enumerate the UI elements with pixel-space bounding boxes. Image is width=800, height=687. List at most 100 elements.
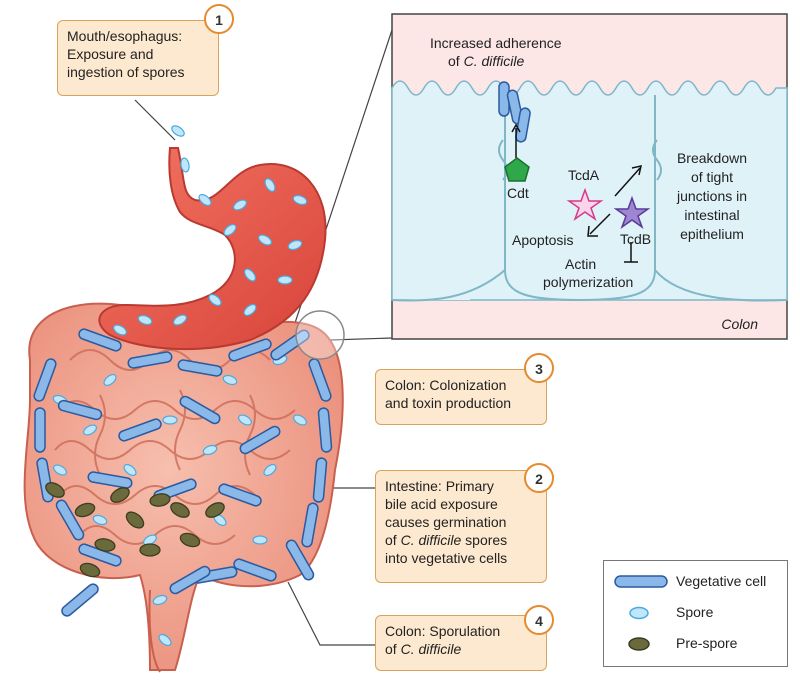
spore [113,324,127,336]
callout-intestine-germination: Intestine: Primary bile acid exposure ca… [375,470,547,583]
apoptosis-label: Apoptosis [512,232,573,248]
spore [223,223,237,237]
callout-3-line-2: and toxin production [385,395,512,411]
svg-text:Breakdown: Breakdown [677,150,747,166]
vegetative-cell [87,471,133,489]
prespore-swatch [628,637,650,651]
vegetative-cell [78,328,122,352]
vegetative-cell [317,407,333,453]
spore [171,125,185,137]
spore [233,199,247,211]
vegetative-cell [177,359,223,377]
vegetative-cell [55,499,85,541]
callout-sporulation: Colon: Sporulation of C. difficile [375,615,547,671]
inset-title-2: of C. difficile [448,53,524,69]
legend: Vegetative cell Spore Pre-spore [603,560,788,667]
callout-2-line-4: of C. difficile spores [385,532,508,548]
vegetative-cell [127,351,173,369]
vegetative-cell [285,539,315,581]
vegetative-cell [301,502,319,548]
vegetative-cell [179,395,221,425]
legend-prespore-label: Pre-spore [676,635,738,651]
pre-spore [94,538,116,552]
tcda-star [566,187,604,221]
vegetative-cell [33,358,57,402]
step-badge-1: 1 [204,4,234,34]
connector-4 [287,581,378,646]
spore [208,293,222,307]
spore [222,374,238,386]
spore [83,424,97,436]
polymerization-label: polymerization [543,274,633,290]
vegetative-cell-swatch [614,575,668,588]
spore [202,444,218,456]
pre-spore [74,502,96,518]
svg-text:intestinal: intestinal [684,207,739,223]
connector-1 [134,99,176,141]
svg-text:of tight: of tight [691,169,733,185]
breakdown-label: Breakdown of tight junctions in intestin… [676,150,747,242]
magnifier-circle [295,310,345,360]
spore [103,373,117,387]
vegetative-cell [239,425,281,455]
zoom-line-bottom [329,337,393,341]
vegetative-cell [34,407,46,453]
pre-spore [149,493,171,507]
pre-spore [205,502,225,518]
pre-spore [139,543,161,557]
spore [173,314,187,326]
spore [162,415,178,425]
spore [264,178,276,192]
step-badge-4: 4 [524,605,554,635]
spore [180,157,190,173]
spore-swatch [629,606,649,620]
inset-panel: Increased adherence of C. difficile Cdt … [391,13,788,340]
spore [243,303,257,317]
spore [258,234,272,246]
spore [292,194,308,206]
central-cell [504,95,656,302]
pre-spore [45,482,65,498]
callout-1-line-2: Exposure and [67,46,154,62]
vegetative-cell [57,399,103,421]
spore [243,268,257,282]
spore [252,535,268,545]
spore [238,414,252,426]
spore [287,239,303,251]
inset-title-1: Increased adherence [430,35,562,51]
callout-4-line-2: of C. difficile [385,641,462,657]
colon-region-label: Colon [721,316,758,332]
spore [137,314,153,326]
actin-label: Actin [565,256,596,272]
vegetative-cell [61,583,99,617]
cdt-toxin-shape [504,157,530,182]
callout-3-line-1: Colon: Colonization [385,377,507,393]
vegetative-cell [233,558,277,582]
callout-2-line-2: bile acid exposure [385,496,498,512]
callout-1-line-3: ingestion of spores [67,64,185,80]
cdt-label: Cdt [507,185,529,201]
vegetative-cell [228,338,272,362]
legend-spore-label: Spore [676,604,714,620]
legend-row-prespore: Pre-spore [604,632,787,656]
pre-spore [179,532,201,548]
vegetative-cell [308,358,332,402]
step-badge-3: 3 [524,353,554,383]
arrow-breakdown [614,167,641,197]
tcdb-star [613,195,651,229]
svg-text:junctions in: junctions in [676,188,747,204]
callout-2-line-1: Intestine: Primary [385,478,494,494]
vegetative-cell [169,565,211,595]
tcdb-label: TcdB [620,231,651,247]
callout-2-line-5: into vegetative cells [385,550,508,566]
spore [123,463,137,477]
legend-vegetative-label: Vegetative cell [676,573,767,589]
adhered-vegetative-cells [498,81,531,143]
spore [92,514,108,526]
vegetative-cell [118,418,162,442]
pre-spore [79,562,101,578]
legend-row-vegetative: Vegetative cell [604,570,787,594]
stomach [98,147,327,351]
spore [152,594,168,606]
